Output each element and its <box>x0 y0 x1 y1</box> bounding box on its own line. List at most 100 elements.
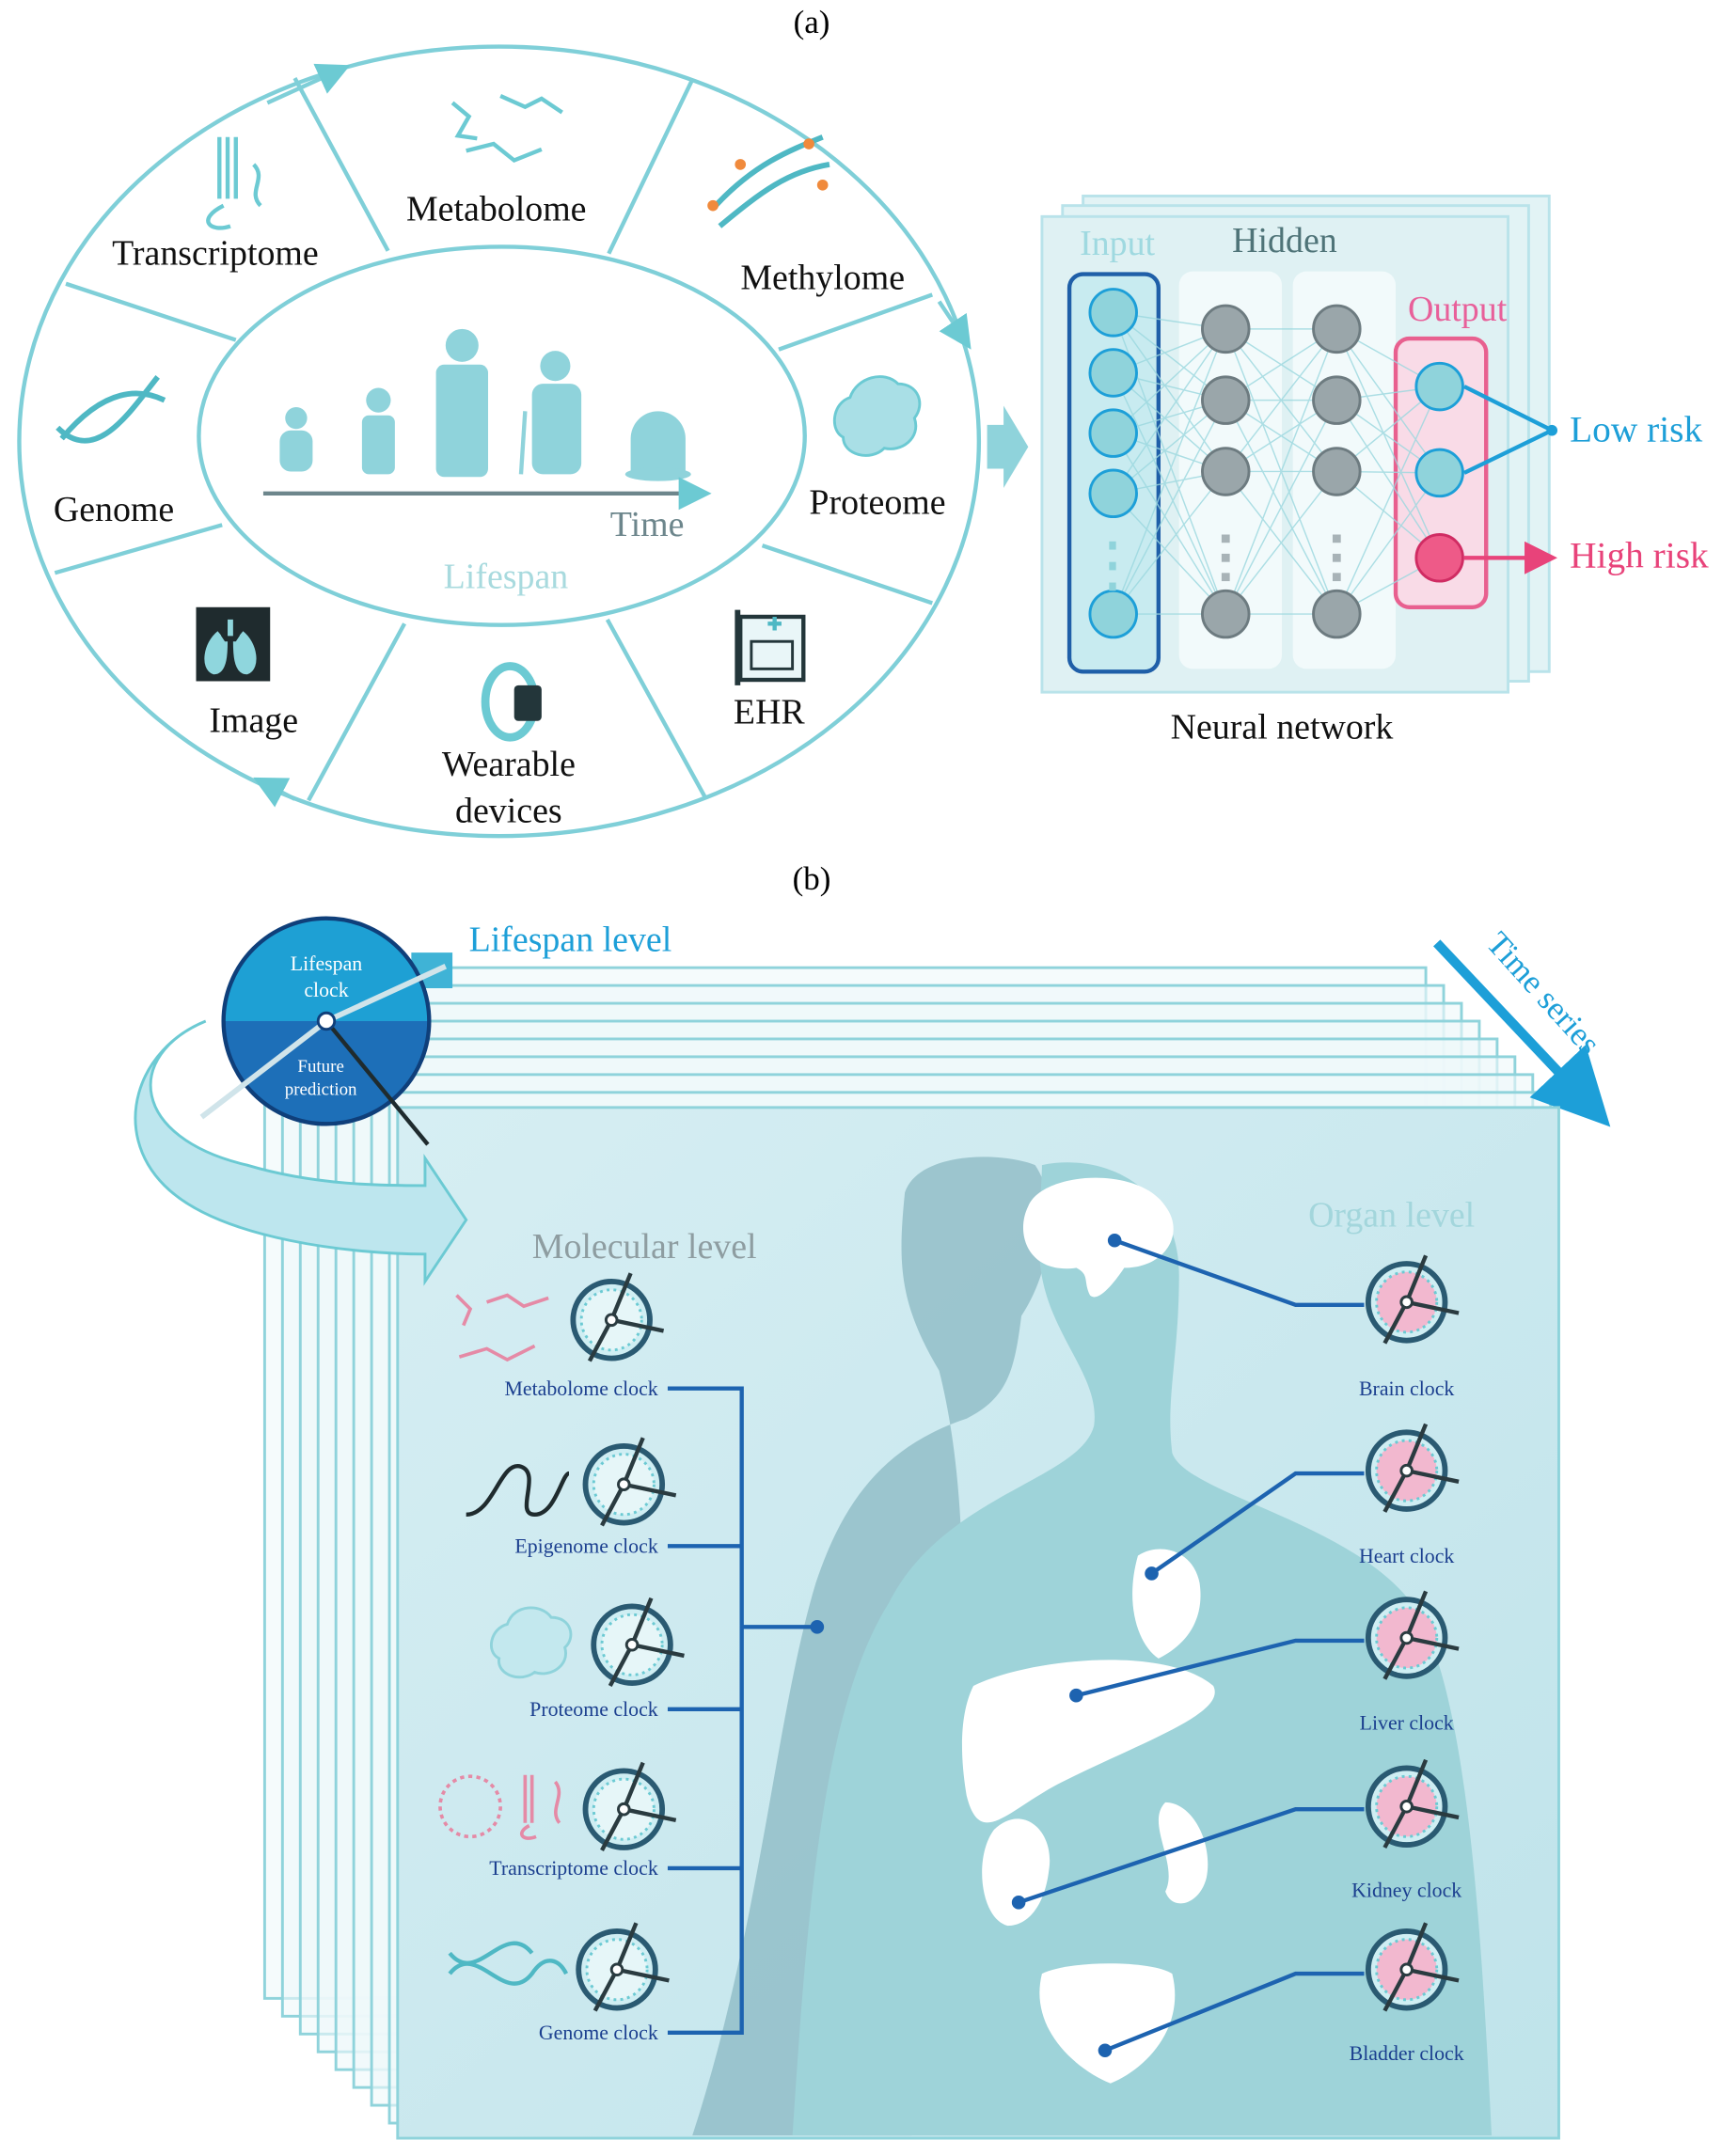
nn-node <box>1088 348 1138 398</box>
organ-joints <box>1011 1233 1159 2058</box>
nn-node <box>1088 589 1138 639</box>
organ-clock-label: Kidney clock <box>1351 1879 1461 1901</box>
time-label: Time <box>610 505 685 544</box>
ring-arrow <box>253 777 296 808</box>
nn-node <box>1312 447 1362 496</box>
neural-network-title: Neural network <box>1171 708 1394 748</box>
organ-clock-icon <box>1365 1922 1460 2012</box>
molecular-joint <box>810 1620 825 1634</box>
metabolome-icon-b <box>455 1293 549 1362</box>
nn-edge <box>1113 433 1226 615</box>
lifespan-clock-label-2: clock <box>304 979 348 1001</box>
organ-clock-label: Liver clock <box>1360 1712 1454 1735</box>
label-proteome: Proteome <box>809 483 945 523</box>
molecular-clock-label: Genome clock <box>539 2022 658 2044</box>
nn-edge <box>1113 328 1226 615</box>
nn-node <box>1312 304 1362 354</box>
nn-edge <box>1335 328 1441 474</box>
cycle-arrow <box>134 1019 468 1286</box>
to-network-arrow <box>987 405 1029 488</box>
low-risk-label: Low risk <box>1570 408 1702 449</box>
nn-node <box>1201 589 1251 639</box>
nn-edge <box>1113 471 1226 615</box>
lifespan-label: Lifespan <box>444 557 569 596</box>
nn-edge <box>1113 328 1226 434</box>
nn-edge <box>1113 372 1226 615</box>
nn-node <box>1414 361 1464 412</box>
organ-silhouettes <box>961 1177 1215 2084</box>
nn-edge <box>1335 472 1441 615</box>
organ-level-label: Organ level <box>1308 1196 1475 1235</box>
proteome-icon <box>832 375 922 457</box>
nn-node <box>1201 304 1251 354</box>
input-label: Input <box>1080 224 1155 263</box>
molecular-clock-icon <box>591 1597 685 1688</box>
ring-arrow <box>266 63 351 105</box>
lifespan-figures <box>279 328 691 481</box>
nn-edge <box>1335 328 1441 559</box>
label-genome: Genome <box>54 490 174 529</box>
organ-clock-label: Brain clock <box>1359 1377 1454 1400</box>
metabolome-icon <box>450 94 563 164</box>
nn-node <box>1414 448 1464 498</box>
methylome-icon <box>707 134 830 228</box>
lifespan-clock: Lifespan clock Future prediction <box>134 916 468 1286</box>
high-risk-label: High risk <box>1570 534 1709 575</box>
nn-edge <box>1335 400 1441 559</box>
molecular-clock-label: Transcriptome clock <box>489 1857 658 1880</box>
nn-edge <box>1224 328 1337 472</box>
genome-icon-b <box>448 1941 569 1986</box>
transcriptome-icon-b <box>438 1774 561 1840</box>
lifespan-level-label: Lifespan level <box>469 921 672 960</box>
nn-node <box>1088 408 1138 458</box>
body-group <box>692 1157 1493 2136</box>
brain-icon <box>1022 1177 1174 1298</box>
omics-ring <box>17 44 982 839</box>
organ-clock-icon <box>1365 1758 1460 1849</box>
molecular-clock-icon <box>582 1437 677 1527</box>
low-risk-joint <box>1546 424 1558 436</box>
label-wearable: Wearable <box>442 745 576 784</box>
bladder-icon <box>1039 1963 1176 2084</box>
ehr-document-icon <box>735 609 806 685</box>
epigenome-icon <box>466 1464 571 1517</box>
nn-node <box>1201 375 1251 425</box>
molecular-clock-icon <box>570 1272 665 1362</box>
label-methylome: Methylome <box>740 259 905 298</box>
organ-clock-label: Bladder clock <box>1350 2042 1464 2065</box>
ring-arrow <box>937 300 972 350</box>
kidney-right-icon <box>1158 1802 1209 1904</box>
label-metabolome: Metabolome <box>406 190 587 229</box>
organ-clock-label: Heart clock <box>1359 1545 1454 1567</box>
lifespan-clock-label-1: Lifespan <box>291 952 363 975</box>
nn-edge <box>1113 493 1226 615</box>
time-series-label: Time series <box>1479 925 1608 1062</box>
nn-edge <box>1113 371 1226 473</box>
molecular-connectors <box>667 1386 817 2035</box>
time-series-arrow <box>1433 939 1611 1127</box>
transcriptome-icon <box>206 136 262 230</box>
molecular-clock-label: Epigenome clock <box>514 1535 657 1558</box>
nn-edge <box>1113 400 1226 615</box>
nn-edge <box>1224 328 1338 615</box>
nn-node <box>1312 589 1362 639</box>
nn-edge <box>1113 328 1226 495</box>
nn-edge <box>1224 400 1337 615</box>
panel-b-label: (b) <box>793 860 831 897</box>
lung-image-icon <box>196 606 271 682</box>
molecular-clock-icon <box>576 1922 670 2012</box>
organ-clock-icon <box>1365 1254 1460 1345</box>
nn-edge <box>1335 386 1441 615</box>
wearable-watch-icon <box>481 662 542 742</box>
molecular-clock-label: Metabolome clock <box>504 1377 657 1400</box>
hidden-label: Hidden <box>1232 221 1337 260</box>
nn-edge <box>1113 311 1226 472</box>
molecular-level-label: Molecular level <box>532 1227 757 1267</box>
label-image: Image <box>209 700 298 740</box>
label-ehr: EHR <box>734 693 806 732</box>
liver-icon <box>961 1660 1215 1823</box>
molecular-clock-label: Proteome clock <box>529 1698 658 1721</box>
neural-network <box>1040 194 1551 694</box>
